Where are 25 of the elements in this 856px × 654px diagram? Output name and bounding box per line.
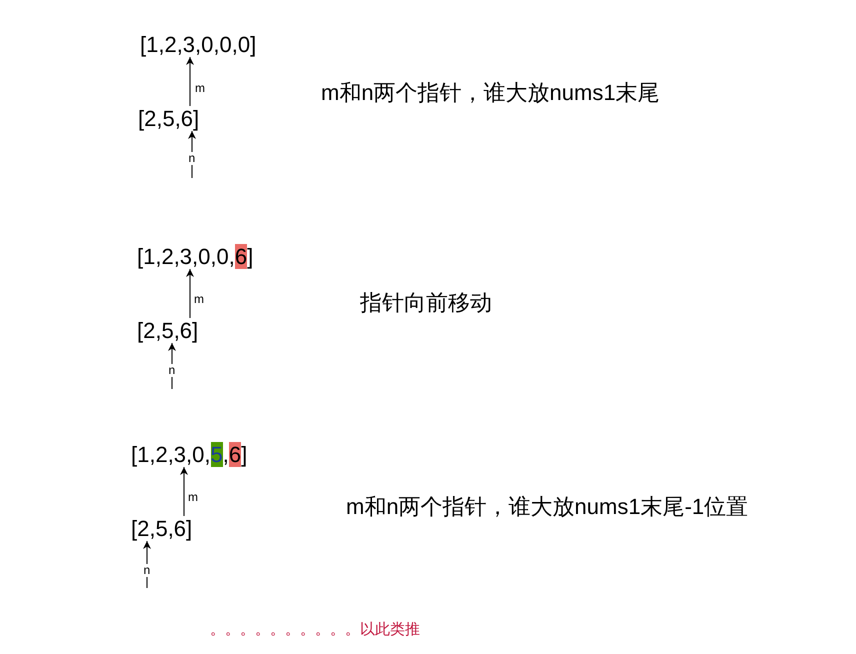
note-text: 指针向前移动: [360, 290, 492, 316]
edge-label: n: [188, 152, 196, 165]
arrow: [168, 342, 176, 390]
array-text: [1,2,3,0,0,0]: [140, 32, 256, 57]
arrow: [186, 268, 194, 318]
array-text: [1,2,3,0,: [131, 442, 211, 467]
note-text: m和n两个指针，谁大放nums1末尾: [321, 80, 660, 106]
note-text: m和n两个指针，谁大放nums1末尾-1位置: [346, 494, 748, 520]
arrow: [188, 130, 196, 178]
arrow: [186, 56, 194, 106]
highlighted-value: 5: [210, 442, 223, 467]
edge-label: n: [168, 364, 176, 377]
highlighted-value: 6: [228, 442, 242, 467]
array-text: ,: [222, 442, 229, 467]
arrow: [180, 466, 188, 516]
edge-label: n: [142, 564, 152, 577]
array-text: [2,5,6]: [138, 106, 200, 131]
array-text: [2,5,6]: [137, 318, 198, 343]
highlighted-value: 6: [234, 244, 248, 269]
array-text: ]: [247, 244, 254, 269]
continuation-note: 。。。。。。。。。。以此类推: [210, 621, 420, 639]
arrow: [143, 540, 151, 588]
array-text: [1,2,3,0,0,: [137, 244, 235, 269]
array-text: [2,5,6]: [131, 516, 192, 541]
array-text: ]: [241, 442, 248, 467]
